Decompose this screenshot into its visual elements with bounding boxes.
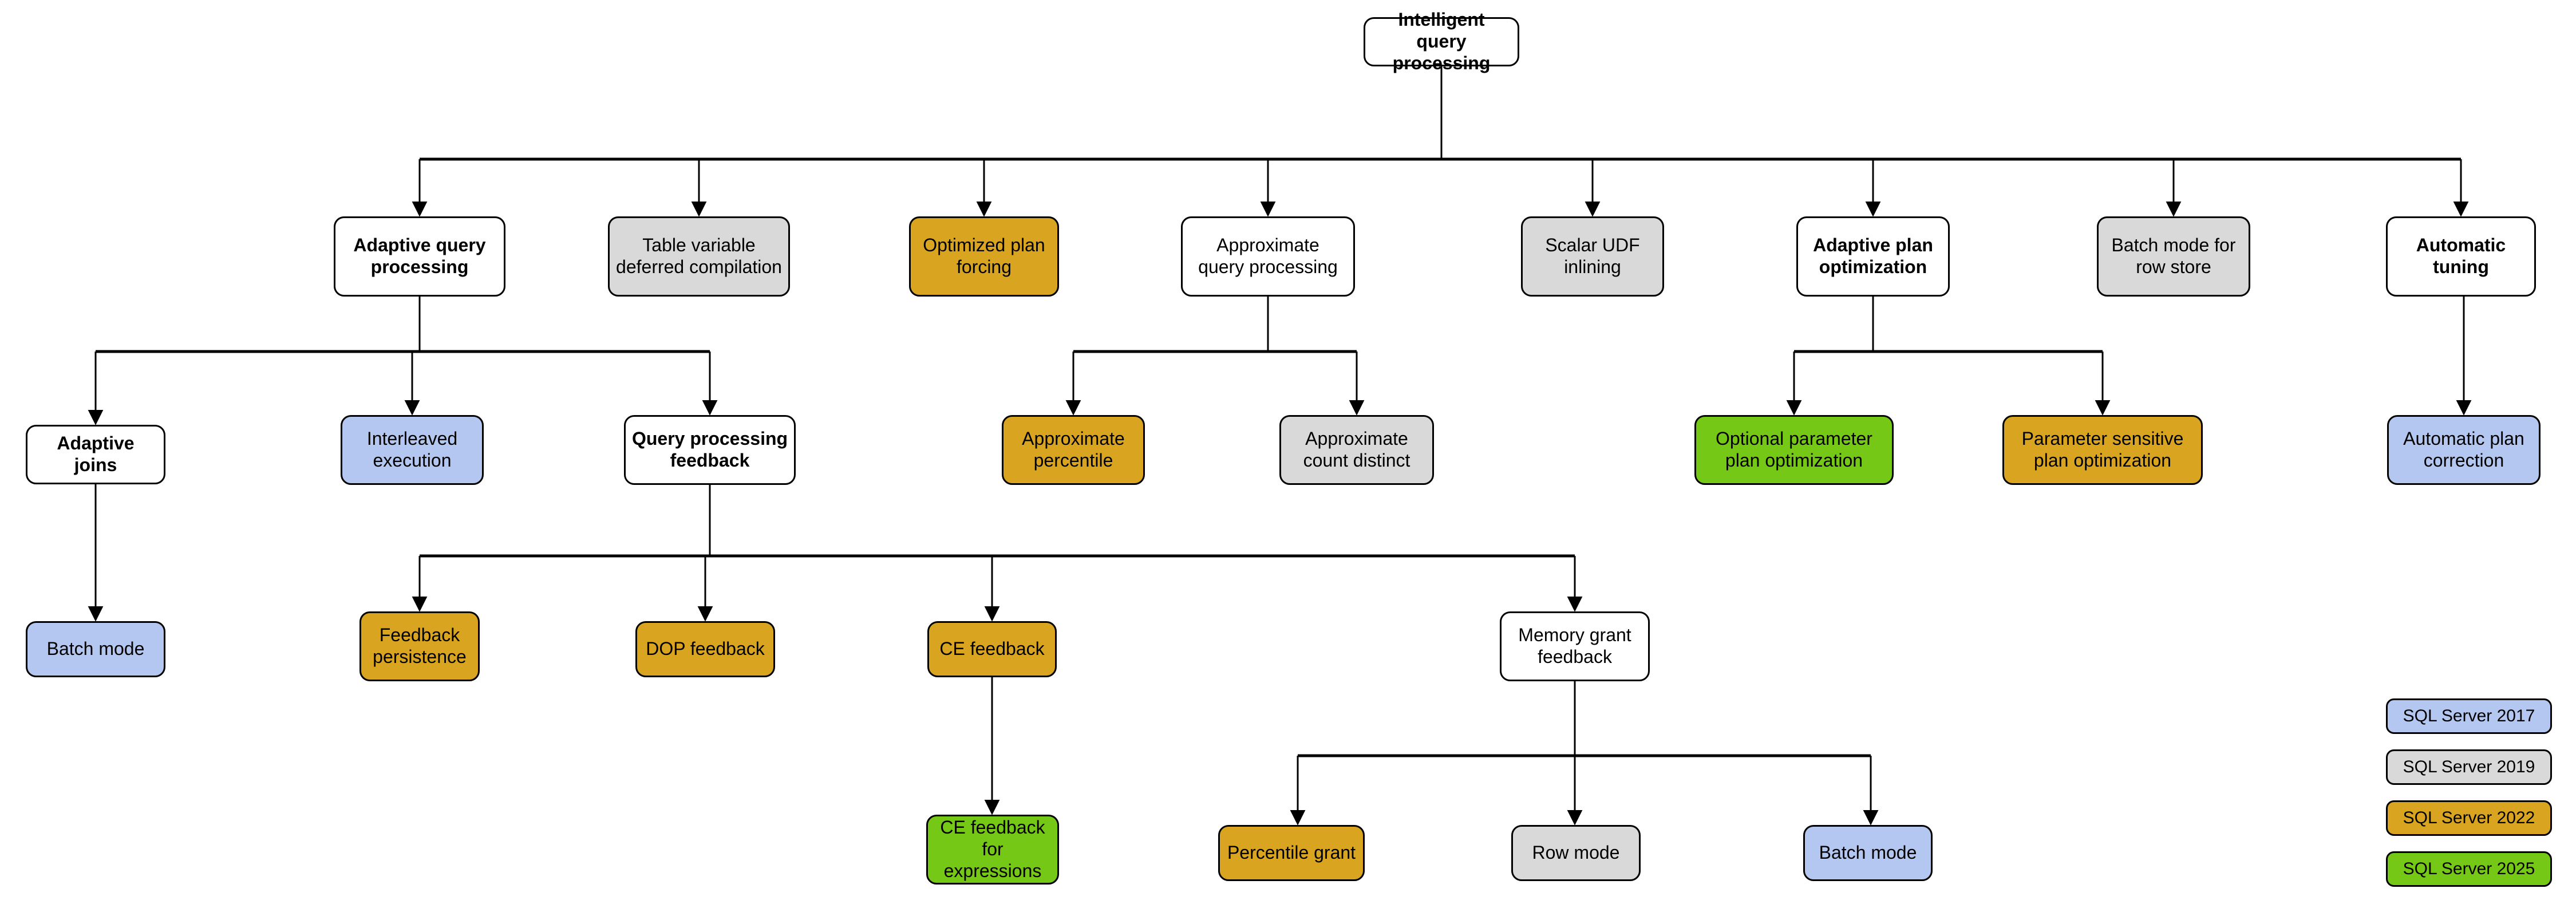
legend-label: SQL Server 2025 <box>2403 859 2535 878</box>
node-label: Approximate query processing <box>1198 235 1338 277</box>
node-approxcount[interactable]: Approximate count distinct <box>1279 415 1434 485</box>
legend-label: SQL Server 2022 <box>2403 808 2535 827</box>
node-qpfeedback[interactable]: Query processing feedback <box>624 415 796 485</box>
node-label: Scalar UDF inlining <box>1545 235 1640 277</box>
legend-item-sql-server-2022[interactable]: SQL Server 2022 <box>2386 800 2552 836</box>
node-label: Percentile grant <box>1227 842 1356 863</box>
node-batchmode1[interactable]: Batch mode <box>26 621 165 677</box>
node-interleaved[interactable]: Interleaved execution <box>341 415 484 485</box>
legend-label: SQL Server 2017 <box>2403 706 2535 725</box>
node-aqp[interactable]: Adaptive query processing <box>334 216 505 297</box>
legend-item-sql-server-2025[interactable]: SQL Server 2025 <box>2386 851 2552 887</box>
node-scalarudf[interactable]: Scalar UDF inlining <box>1521 216 1664 297</box>
node-label: Intelligent query processing <box>1392 9 1491 73</box>
node-label: Adaptive query processing <box>353 235 486 277</box>
node-label: Batch mode for row store <box>2111 235 2236 277</box>
node-apo[interactable]: Adaptive plan optimization <box>1796 216 1950 297</box>
node-apc[interactable]: Automatic plan correction <box>2387 415 2541 485</box>
node-label: Feedback persistence <box>373 625 467 667</box>
legend-item-sql-server-2019[interactable]: SQL Server 2019 <box>2386 749 2552 785</box>
node-label: Approximate percentile <box>1022 428 1125 471</box>
node-cefeedback[interactable]: CE feedback <box>927 621 1057 677</box>
node-label: Approximate count distinct <box>1303 428 1411 471</box>
node-label: Automatic tuning <box>2416 235 2506 277</box>
node-cefeedbackexpr[interactable]: CE feedback for expressions <box>926 815 1059 885</box>
node-batchmode2[interactable]: Batch mode <box>1803 825 1933 881</box>
node-pspo[interactable]: Parameter sensitive plan optimization <box>2002 415 2203 485</box>
legend-item-sql-server-2017[interactable]: SQL Server 2017 <box>2386 698 2552 734</box>
node-dopfeedback[interactable]: DOP feedback <box>635 621 775 677</box>
node-label: Memory grant feedback <box>1518 625 1631 667</box>
node-label: DOP feedback <box>646 638 765 660</box>
node-label: Adaptive plan optimization <box>1813 235 1933 277</box>
node-oppo[interactable]: Optional parameter plan optimization <box>1694 415 1894 485</box>
node-approxpct[interactable]: Approximate percentile <box>1002 415 1145 485</box>
node-autotuning[interactable]: Automatic tuning <box>2386 216 2536 297</box>
node-label: Interleaved execution <box>366 428 458 471</box>
node-label: CE feedback for expressions <box>940 817 1045 881</box>
node-opf[interactable]: Optimized plan forcing <box>909 216 1059 297</box>
node-label: Table variable deferred compilation <box>616 235 782 277</box>
legend-label: SQL Server 2019 <box>2403 757 2535 776</box>
node-tvdc[interactable]: Table variable deferred compilation <box>608 216 790 297</box>
node-label: Automatic plan correction <box>2403 428 2524 471</box>
node-feedbackpersist[interactable]: Feedback persistence <box>359 611 480 681</box>
node-label: Row mode <box>1532 842 1620 863</box>
node-label: Batch mode <box>1819 842 1917 863</box>
node-label: CE feedback <box>939 638 1045 660</box>
node-label: Query processing feedback <box>631 428 788 471</box>
node-adaptivejoins[interactable]: Adaptive joins <box>26 425 165 484</box>
node-pctgrant[interactable]: Percentile grant <box>1218 825 1365 881</box>
node-label: Optional parameter plan optimization <box>1716 428 1872 471</box>
node-root[interactable]: Intelligent query processing <box>1364 9 1519 73</box>
node-approxqp[interactable]: Approximate query processing <box>1181 216 1355 297</box>
node-label: Parameter sensitive plan optimization <box>2021 428 2184 471</box>
node-label: Batch mode <box>46 638 145 660</box>
node-label: Optimized plan forcing <box>923 235 1045 277</box>
node-memgrant[interactable]: Memory grant feedback <box>1500 611 1650 681</box>
node-bmrowstore[interactable]: Batch mode for row store <box>2097 216 2250 297</box>
node-rowmode[interactable]: Row mode <box>1511 825 1641 881</box>
node-label: Adaptive joins <box>57 433 135 475</box>
